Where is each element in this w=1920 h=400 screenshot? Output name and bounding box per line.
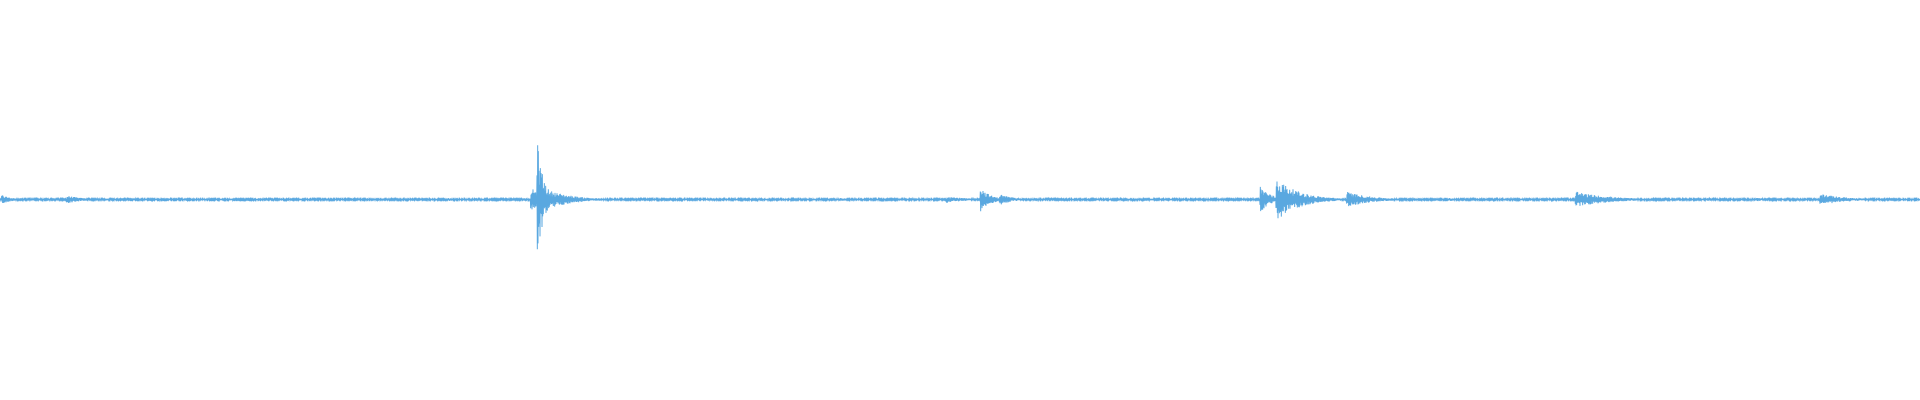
waveform-trace: [0, 145, 1920, 250]
